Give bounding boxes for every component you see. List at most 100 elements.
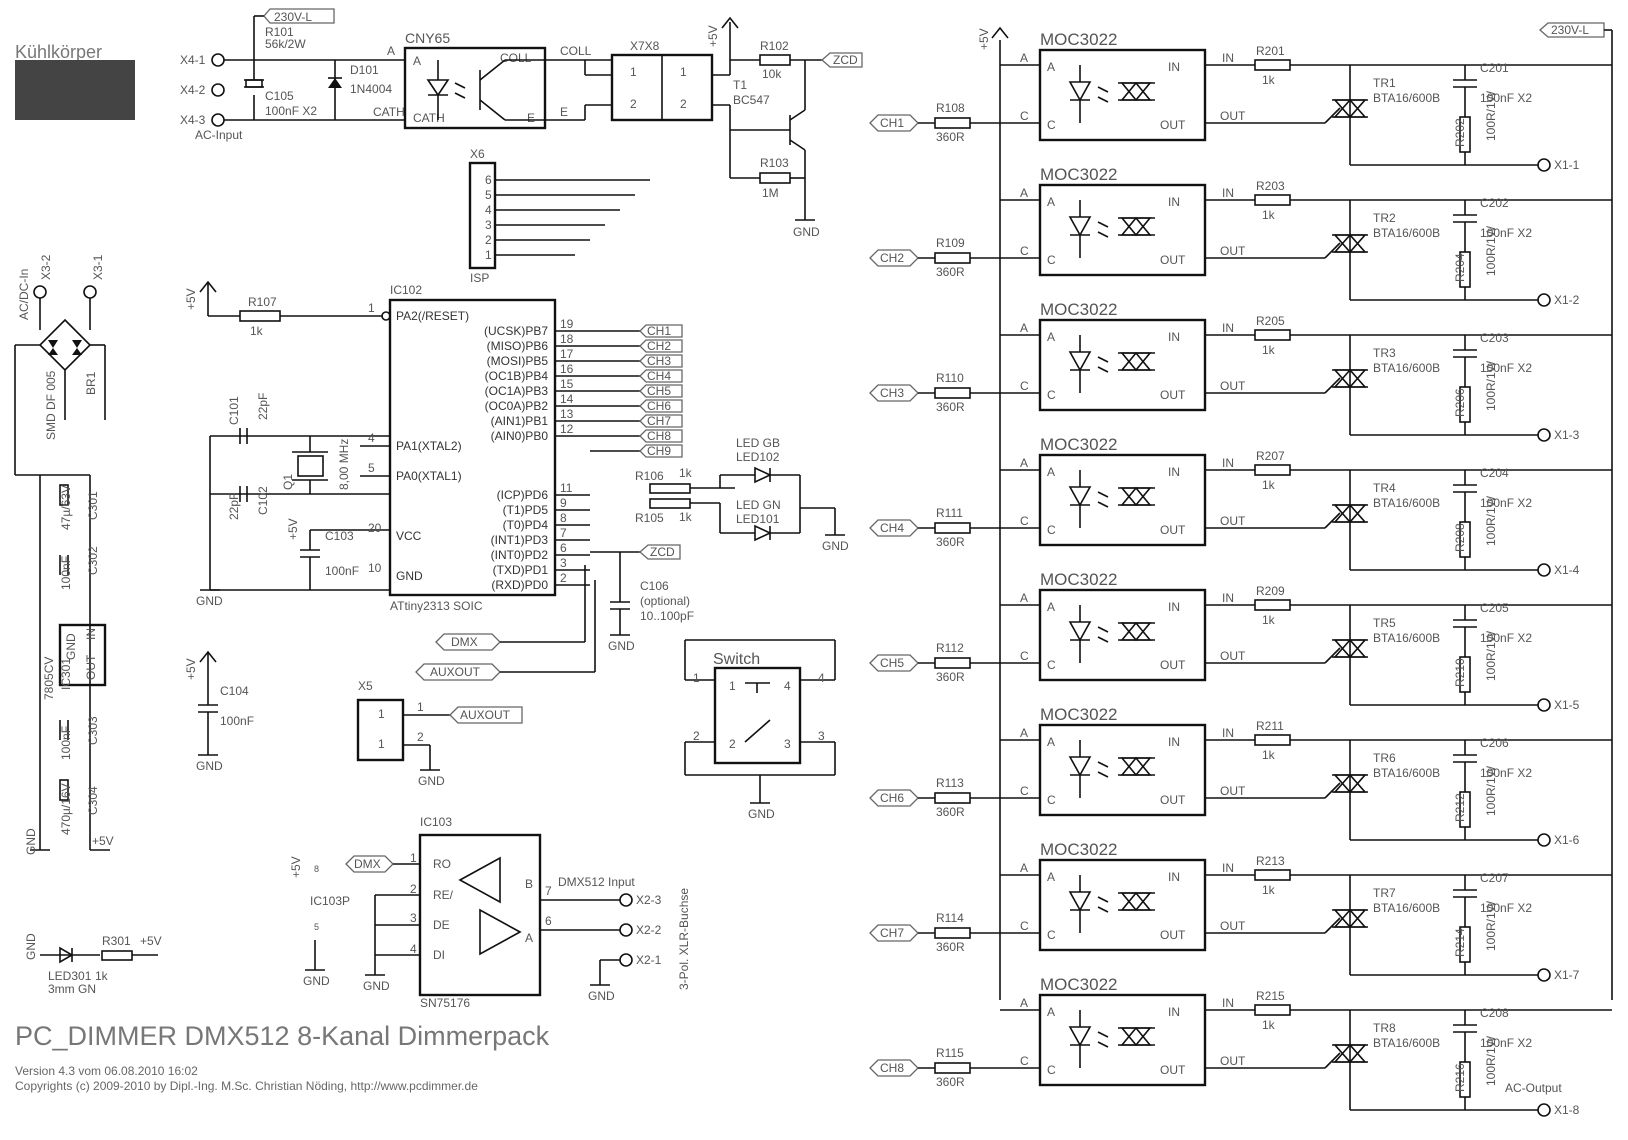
moc-in-pin: IN <box>1222 726 1234 740</box>
moc-out-inner: OUT <box>1160 118 1186 132</box>
moc-triac-icon <box>1120 81 1152 101</box>
moc-c-pin: C <box>1020 649 1029 663</box>
r-out-body <box>1254 329 1291 341</box>
svg-text:GND: GND <box>418 774 445 788</box>
snub-cap-value: 100nF X2 <box>1480 766 1532 780</box>
svg-text:1N4004: 1N4004 <box>350 82 392 96</box>
moc-led-icon <box>1068 81 1092 102</box>
moc-out-inner: OUT <box>1160 388 1186 402</box>
moc-light-icon <box>1097 501 1109 508</box>
moc-led-icon <box>1068 486 1092 507</box>
snub-cap-value: 100nF X2 <box>1480 91 1532 105</box>
r-in-name: R108 <box>936 101 965 115</box>
out-terminal <box>1537 698 1551 712</box>
moc-box <box>1038 723 1207 817</box>
svg-text:8: 8 <box>314 864 319 874</box>
snub-res-name: R202 <box>1453 118 1467 147</box>
svg-text:COLL: COLL <box>560 44 592 58</box>
r-in-name: R109 <box>936 236 965 250</box>
moc-a-inner: A <box>1047 330 1055 344</box>
svg-text:BC547: BC547 <box>733 93 770 107</box>
moc-in-inner: IN <box>1168 600 1180 614</box>
svg-text:GND: GND <box>793 225 820 239</box>
moc-label: MOC3022 <box>1040 705 1117 724</box>
mcu-pin-name: PA1(XTAL2) <box>396 439 462 453</box>
mcu-pin-number: 2 <box>560 571 567 585</box>
ac-input-section: 230V-L X4-1 X4-2 X4-3 AC-Input R101 56k/… <box>180 8 863 239</box>
mcu-pin-number: 8 <box>560 511 567 525</box>
moc-a-pin: A <box>1020 51 1028 65</box>
out-terminal <box>1537 563 1551 577</box>
moc-triac-icon <box>1120 216 1152 236</box>
moc-c-inner: C <box>1047 253 1056 267</box>
svg-text:GND: GND <box>822 539 849 553</box>
svg-text:IN: IN <box>84 628 98 640</box>
mcu-pin-name: PA2(/RESET) <box>396 309 469 323</box>
svg-text:GND: GND <box>196 594 223 608</box>
svg-text:CATH: CATH <box>413 111 445 125</box>
zcd-flag <box>639 544 681 560</box>
moc-in-inner: IN <box>1168 1005 1180 1019</box>
moc-out-pin: OUT <box>1220 379 1246 393</box>
copyright: Copyrights (c) 2009-2010 by Dipl.-Ing. M… <box>15 1079 478 1093</box>
svg-text:C105: C105 <box>265 89 294 103</box>
ch-input-label: CH8 <box>880 1061 904 1075</box>
r-out-name: R211 <box>1256 719 1284 733</box>
version: Version 4.3 vom 06.08.2010 16:02 <box>15 1064 198 1078</box>
r-out-body <box>1254 869 1291 881</box>
svg-text:BR1: BR1 <box>84 371 98 395</box>
snub-cap-name: C206 <box>1480 736 1509 750</box>
mcu-pin-number: 11 <box>560 481 573 495</box>
moc-in-inner: IN <box>1168 60 1180 74</box>
svg-text:RO: RO <box>433 857 451 871</box>
isp-pin-number: 5 <box>485 188 492 202</box>
moc-triac-icon <box>1120 757 1152 777</box>
r-in-body <box>934 927 971 939</box>
moc-triac-icon <box>1120 621 1152 641</box>
svg-text:5: 5 <box>314 922 319 932</box>
svg-text:ZCD: ZCD <box>833 53 858 67</box>
triac-name: TR4 <box>1373 481 1396 495</box>
svg-text:X5: X5 <box>358 679 373 693</box>
r-out-name: R201 <box>1256 44 1285 58</box>
snub-cap-value: 100nF X2 <box>1480 631 1532 645</box>
svg-text:IC103: IC103 <box>420 815 452 829</box>
svg-text:SMD DF 005: SMD DF 005 <box>44 370 58 440</box>
triac-name: TR3 <box>1373 346 1396 360</box>
svg-text:R106: R106 <box>635 469 664 483</box>
snub-res-name: R204 <box>1453 253 1467 282</box>
moc-a-pin: A <box>1020 861 1028 875</box>
moc-c-inner: C <box>1047 388 1056 402</box>
moc-c-pin: C <box>1020 514 1029 528</box>
r-in-value: 360R <box>936 130 965 144</box>
moc-in-inner: IN <box>1168 195 1180 209</box>
mcu-pin-number: 13 <box>560 407 574 421</box>
r-in-value: 360R <box>936 670 965 684</box>
moc-c-inner: C <box>1047 928 1056 942</box>
moc-box <box>1038 318 1207 412</box>
r-in-value: 360R <box>936 265 965 279</box>
ch-flag-label: CH2 <box>647 339 671 353</box>
moc-out-pin: OUT <box>1220 649 1246 663</box>
triac-value: BTA16/600B <box>1373 901 1440 915</box>
svg-text:C303: C303 <box>86 716 100 745</box>
moc-box <box>1038 993 1207 1087</box>
moc-in-inner: IN <box>1168 330 1180 344</box>
r-out-value: 1k <box>1262 883 1276 897</box>
svg-text:4: 4 <box>784 679 791 693</box>
svg-text:100nF: 100nF <box>325 564 359 578</box>
out-label: X1-7 <box>1554 968 1580 982</box>
snub-res-value: 100R/1W <box>1484 765 1498 816</box>
svg-text:4: 4 <box>818 671 825 685</box>
svg-text:2: 2 <box>680 97 687 111</box>
snub-cap-name: C201 <box>1480 61 1509 75</box>
triac-value: BTA16/600B <box>1373 91 1440 105</box>
moc-light-icon <box>1097 356 1109 363</box>
svg-text:8,00 MHz: 8,00 MHz <box>337 439 351 490</box>
isp-header: X6 ISP <box>468 147 497 285</box>
svg-text:D101: D101 <box>350 63 379 77</box>
